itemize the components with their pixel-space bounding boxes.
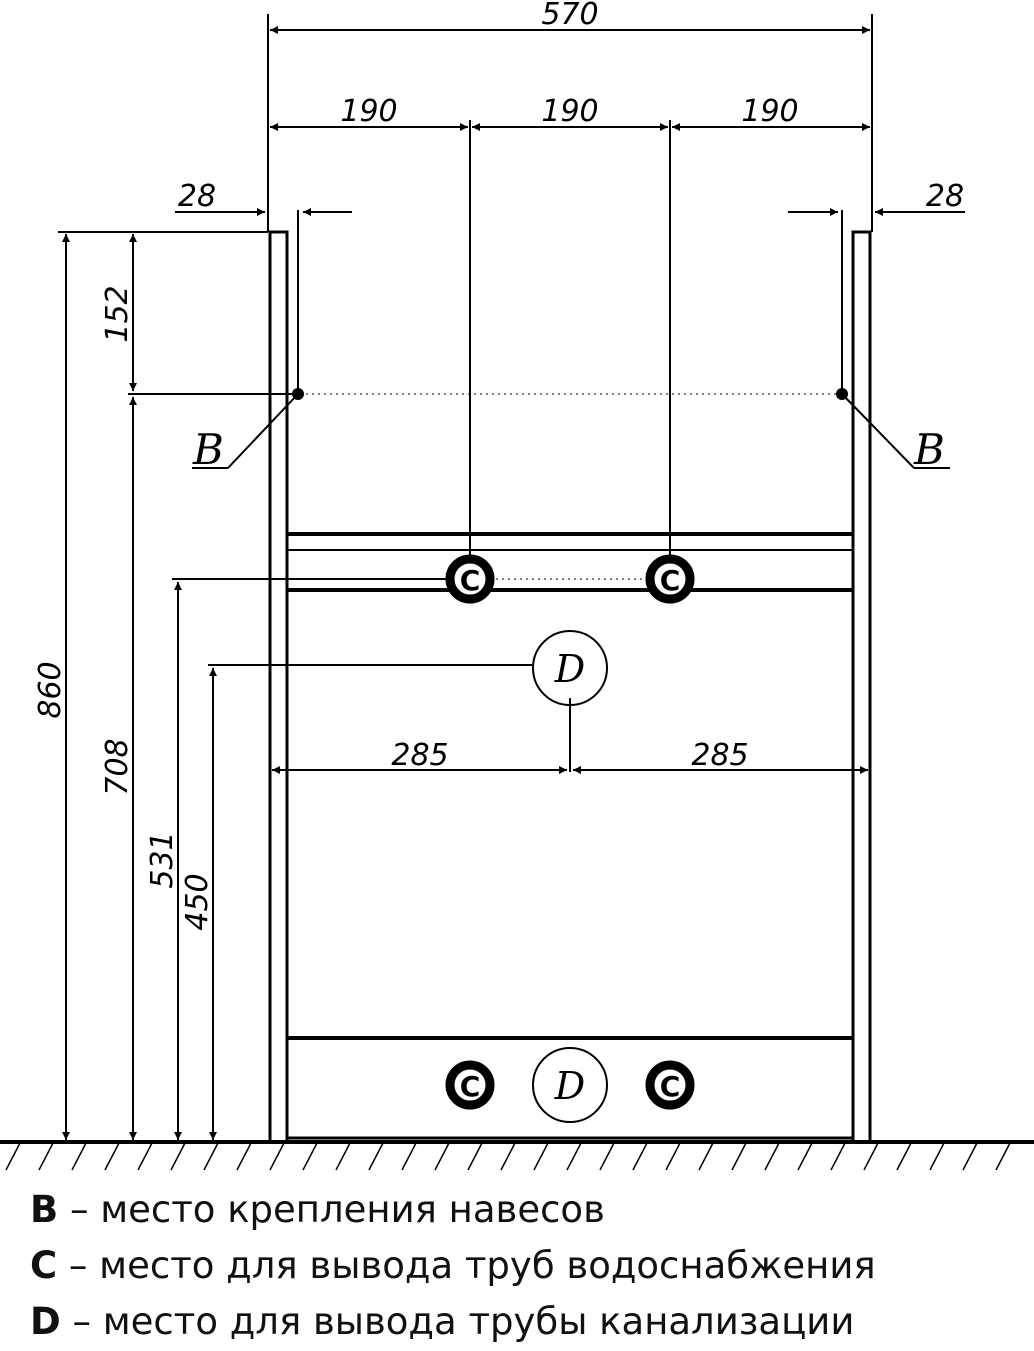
supply-marker: C xyxy=(645,1060,695,1110)
legend-b: B – место крепления навесов xyxy=(30,1188,605,1231)
hanger-label-left: B xyxy=(192,425,224,474)
legend-d-text: – место для вывода трубы канализации xyxy=(60,1300,855,1343)
supply-marker: C xyxy=(445,1060,495,1110)
dim-spacing-3: 190 xyxy=(741,94,798,129)
cabinet-body xyxy=(268,230,872,1144)
legend-d-key: D xyxy=(30,1300,61,1343)
svg-text:C: C xyxy=(660,1070,681,1103)
drain-label: D xyxy=(554,1064,585,1108)
supply-markers: C C C C xyxy=(445,554,695,1110)
hanger-label-right: B xyxy=(913,425,945,474)
left-dimensions xyxy=(58,231,532,1140)
legend-d: D – место для вывода трубы канализации xyxy=(30,1300,854,1343)
drain-markers: D D xyxy=(532,630,608,1123)
hanger-markers: B B xyxy=(192,388,950,474)
dim-spacing-2: 190 xyxy=(541,94,598,129)
dim-hanger-height: 708 xyxy=(100,738,135,795)
svg-text:C: C xyxy=(460,564,481,597)
svg-text:C: C xyxy=(660,564,681,597)
dim-half-left: 285 xyxy=(391,738,448,773)
dim-side-left: 28 xyxy=(178,179,216,214)
svg-text:C: C xyxy=(460,1070,481,1103)
legend-c-key: C xyxy=(30,1244,58,1287)
supply-marker: C xyxy=(445,554,495,604)
supply-marker: C xyxy=(645,554,695,604)
floor-line xyxy=(0,1140,1034,1171)
dim-spacing-1: 190 xyxy=(340,94,397,129)
top-dimensions xyxy=(175,14,965,560)
drain-label: D xyxy=(554,647,585,691)
legend-c-text: – место для вывода труб водоснабжения xyxy=(57,1244,876,1287)
legend-b-key: B xyxy=(30,1188,59,1231)
dim-hanger-offset: 152 xyxy=(100,285,135,342)
dim-supply-height: 531 xyxy=(145,831,180,888)
dim-total-width: 570 xyxy=(541,0,598,32)
dim-half-right: 285 xyxy=(691,738,748,773)
legend-c: C – место для вывода труб водоснабжения xyxy=(30,1244,876,1287)
dim-total-height: 860 xyxy=(33,661,68,718)
dim-drain-height: 450 xyxy=(180,873,215,930)
dim-side-right: 28 xyxy=(926,179,964,214)
dimension-labels: 570 190 190 190 28 28 285 285 860 152 70… xyxy=(33,0,964,931)
legend-b-text: – место крепления навесов xyxy=(58,1188,605,1231)
